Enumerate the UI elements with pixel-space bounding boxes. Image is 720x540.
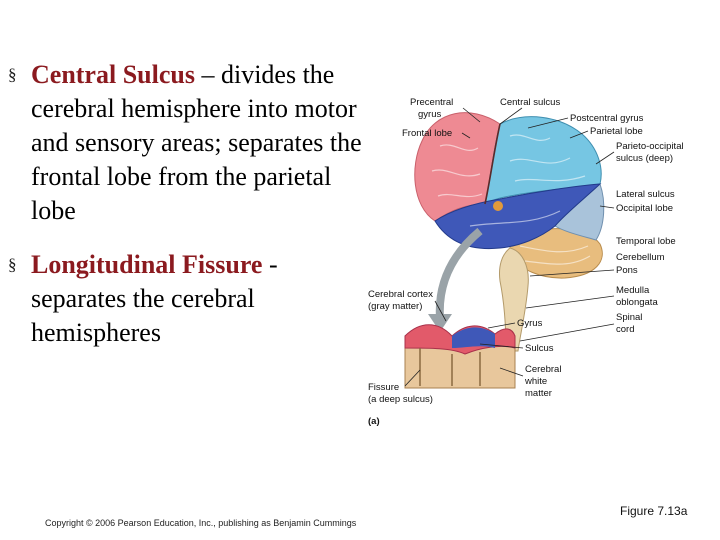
label-precentral-gyrus: Precentral bbox=[410, 97, 453, 108]
bullet-marker: § bbox=[8, 65, 17, 84]
brain-illustration bbox=[414, 112, 605, 352]
bullet-longitudinal-fissure: § Longitudinal Fissure - separates the c… bbox=[8, 248, 363, 350]
bullet-term: Central Sulcus bbox=[31, 60, 195, 89]
label-precentral-gyrus: gyrus bbox=[418, 109, 441, 120]
label-parieto-occipital-sulcus: Parieto-occipital bbox=[616, 141, 684, 152]
label-frontal-lobe: Frontal lobe bbox=[402, 128, 452, 139]
label-temporal-lobe: Temporal lobe bbox=[616, 236, 676, 247]
label-cerebellum: Cerebellum bbox=[616, 252, 665, 263]
bullet-central-sulcus: § Central Sulcus – divides the cerebral … bbox=[8, 58, 363, 228]
zoom-arrow bbox=[435, 227, 483, 319]
label-lateral-sulcus: Lateral sulcus bbox=[616, 189, 675, 200]
label-occipital-lobe: Occipital lobe bbox=[616, 203, 673, 214]
bullet-marker: § bbox=[8, 255, 17, 274]
zoom-arrow-head bbox=[428, 314, 452, 332]
label-postcentral-gyrus: Postcentral gyrus bbox=[570, 113, 644, 124]
label-pons: Pons bbox=[616, 265, 638, 276]
label-fissure: (a deep sulcus) bbox=[368, 394, 433, 405]
figure-reference: Figure 7.13a bbox=[620, 504, 688, 518]
label-medulla-oblongata: Medulla bbox=[616, 285, 650, 296]
label-spinal-cord: Spinal bbox=[616, 312, 642, 323]
label-parieto-occipital-sulcus: sulcus (deep) bbox=[616, 153, 673, 164]
label-panel: (a) bbox=[368, 416, 380, 427]
cortex-section bbox=[404, 324, 516, 389]
cerebellum-region bbox=[509, 228, 603, 279]
bullet-term: Longitudinal Fissure bbox=[31, 250, 263, 279]
bullet-text: – divides the cerebral hemisphere into m… bbox=[31, 60, 362, 225]
label-medulla-oblongata: oblongata bbox=[616, 297, 658, 308]
label-cerebral-white-matter: matter bbox=[525, 388, 552, 399]
label-central-sulcus: Central sulcus bbox=[500, 97, 560, 108]
bullet-list: § Central Sulcus – divides the cerebral … bbox=[8, 58, 363, 350]
label-spinal-cord: cord bbox=[616, 324, 634, 335]
label-cerebral-cortex: (gray matter) bbox=[368, 301, 422, 312]
label-cerebral-cortex: Cerebral cortex bbox=[368, 289, 433, 300]
brain-figure: Precentral gyrus Frontal lobe Central su… bbox=[368, 97, 684, 427]
label-sulcus: Sulcus bbox=[525, 343, 554, 354]
copyright-notice: Copyright © 2006 Pearson Education, Inc.… bbox=[45, 518, 357, 528]
label-fissure: Fissure bbox=[368, 382, 399, 393]
bullet-text: - separates the cerebral hemispheres bbox=[31, 250, 278, 347]
label-parietal-lobe: Parietal lobe bbox=[590, 126, 643, 137]
label-cerebral-white-matter: white bbox=[524, 376, 547, 387]
label-cerebral-white-matter: Cerebral bbox=[525, 364, 561, 375]
label-gyrus: Gyrus bbox=[517, 318, 543, 329]
